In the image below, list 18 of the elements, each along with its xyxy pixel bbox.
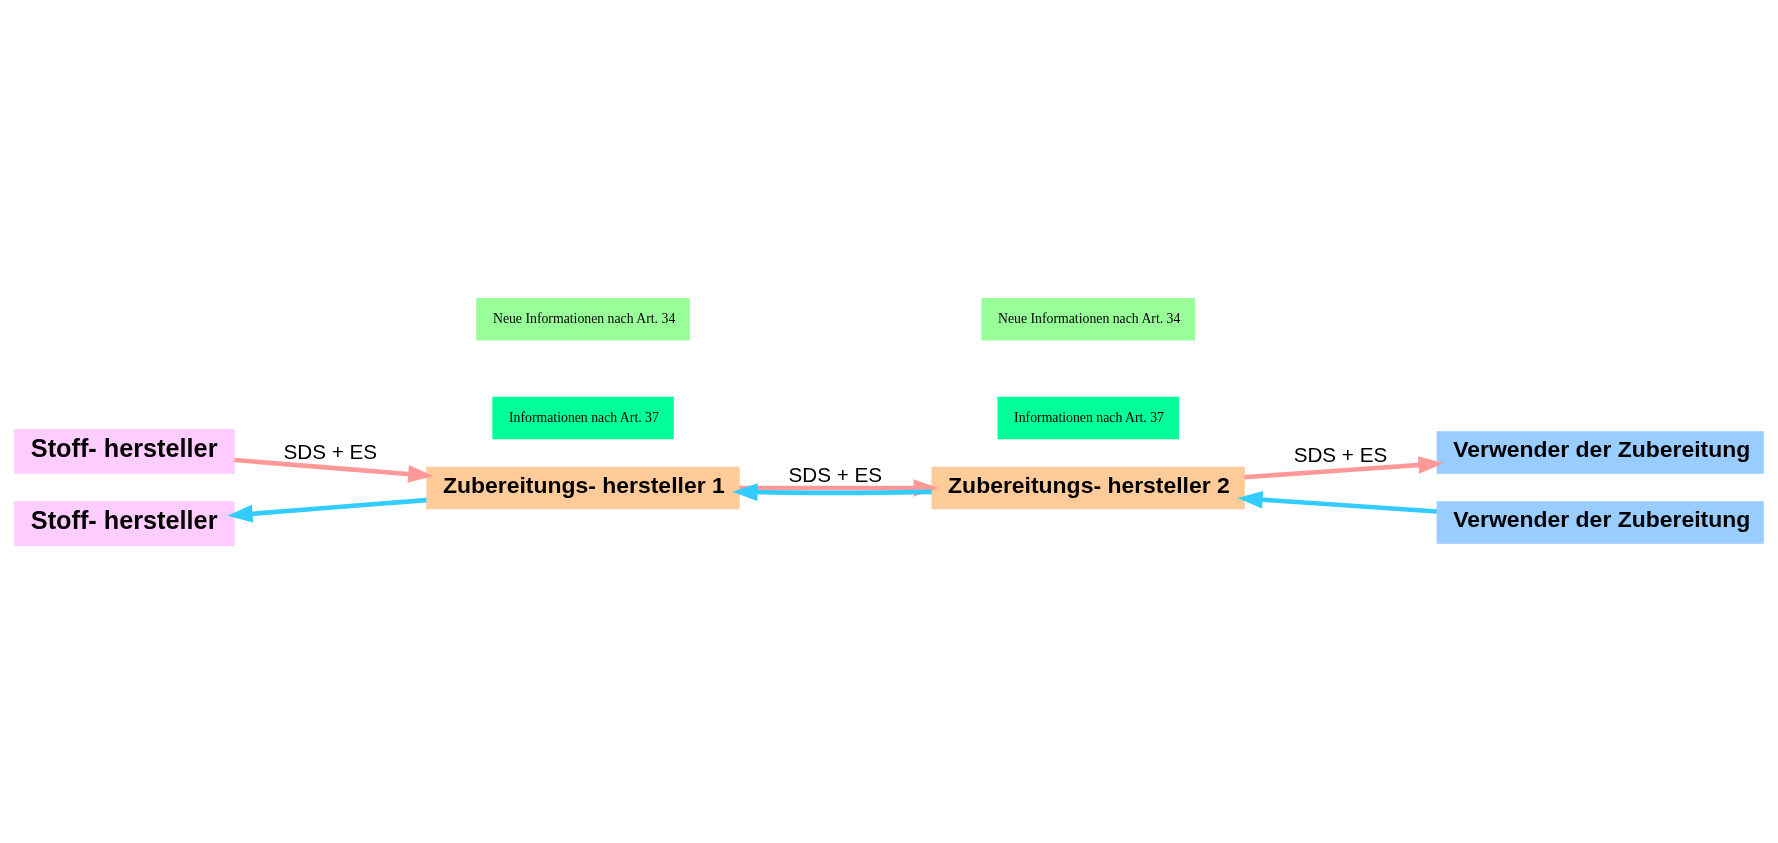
edge-label: SDS + ES <box>1293 442 1388 466</box>
arrow <box>234 457 434 483</box>
node-box: Informationen nach Art. 37 <box>997 396 1179 439</box>
node-box: Stoff- hersteller <box>14 500 235 546</box>
arrow <box>1244 455 1444 479</box>
arrow <box>227 497 427 523</box>
node-box: Verwender der Zubereitung <box>1436 500 1764 544</box>
node-box: Informationen nach Art. 37 <box>492 396 674 439</box>
node-box: Neue Informationen nach Art. 34 <box>981 297 1195 340</box>
edge-label: SDS + ES <box>788 462 883 486</box>
node-box: Zubereitungs- hersteller 2 <box>931 466 1245 509</box>
node-box: Verwender der Zubereitung <box>1436 430 1764 474</box>
arrow <box>1237 490 1437 514</box>
node-box: Stoff- hersteller <box>14 428 235 474</box>
node-box: Zubereitungs- hersteller 1 <box>426 466 740 509</box>
arrow <box>732 482 932 501</box>
node-box: Neue Informationen nach Art. 34 <box>476 297 690 340</box>
edge-label: SDS + ES <box>283 439 378 463</box>
